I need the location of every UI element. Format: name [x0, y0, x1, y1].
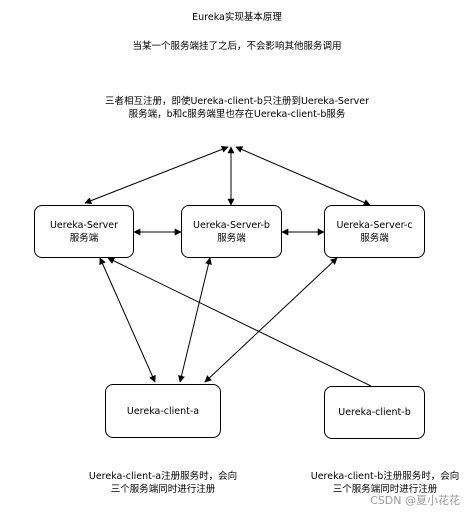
node-uereka-server-b-sub: 服务端 [217, 232, 246, 244]
arrow-server-c-to-client-a [204, 257, 338, 383]
top-note-line1: 三者相互注册，即使Uereka-client-b只注册到Uereka-Serve… [104, 96, 370, 107]
node-uereka-server-b-name: Uereka-Server-b [193, 219, 270, 231]
arrow-server-to-client-b [107, 257, 372, 387]
note-client-a: Uereka-client-a注册服务时，会向 三个服务端同时进行注册 [78, 470, 248, 496]
arrow-server-to-hub [84, 146, 229, 204]
note-client-a-line1: Uereka-client-a注册服务时，会向 [88, 471, 238, 482]
arrow-server-c-to-hub [235, 146, 371, 206]
node-uereka-client-b: Uereka-client-b [324, 386, 425, 439]
node-uereka-server-b: Uereka-Server-b 服务端 [181, 205, 282, 258]
node-uereka-client-b-name: Uereka-client-b [338, 407, 411, 418]
watermark: CSDN @夏小花花 [370, 494, 460, 507]
note-client-b: Uereka-client-b注册服务时，会向 三个服务端同时进行注册 [300, 470, 470, 496]
node-uereka-server-name: Uereka-Server [49, 219, 119, 231]
top-note-line2: 服务端，b和c服务端里也存在Uereka-client-b服务 [128, 109, 346, 120]
arrow-server-to-client-a [99, 257, 156, 383]
diagram-subtitle: 当某一个服务端挂了之后，不会影响其他服务调用 [132, 41, 342, 52]
arrow-server-b-to-client-a [178, 257, 212, 383]
note-client-b-line2: 三个服务端同时进行注册 [332, 484, 438, 495]
node-uereka-server-c: Uereka-Server-c 服务端 [324, 205, 425, 258]
note-client-a-line2: 三个服务端同时进行注册 [110, 484, 216, 495]
node-uereka-server: Uereka-Server 服务端 [34, 205, 134, 258]
top-note: 三者相互注册，即使Uereka-client-b只注册到Uereka-Serve… [0, 95, 474, 121]
diagram-title: Eureka实现基本原理 [192, 12, 282, 23]
node-uereka-client-a-name: Uereka-client-a [126, 405, 200, 417]
node-uereka-client-a: Uereka-client-a [105, 384, 221, 438]
node-uereka-server-sub: 服务端 [69, 232, 99, 244]
note-client-b-line1: Uereka-client-b注册服务时，会向 [310, 471, 460, 482]
node-uereka-server-c-name: Uereka-Server-c [336, 219, 413, 231]
node-uereka-server-c-sub: 服务端 [360, 232, 389, 244]
